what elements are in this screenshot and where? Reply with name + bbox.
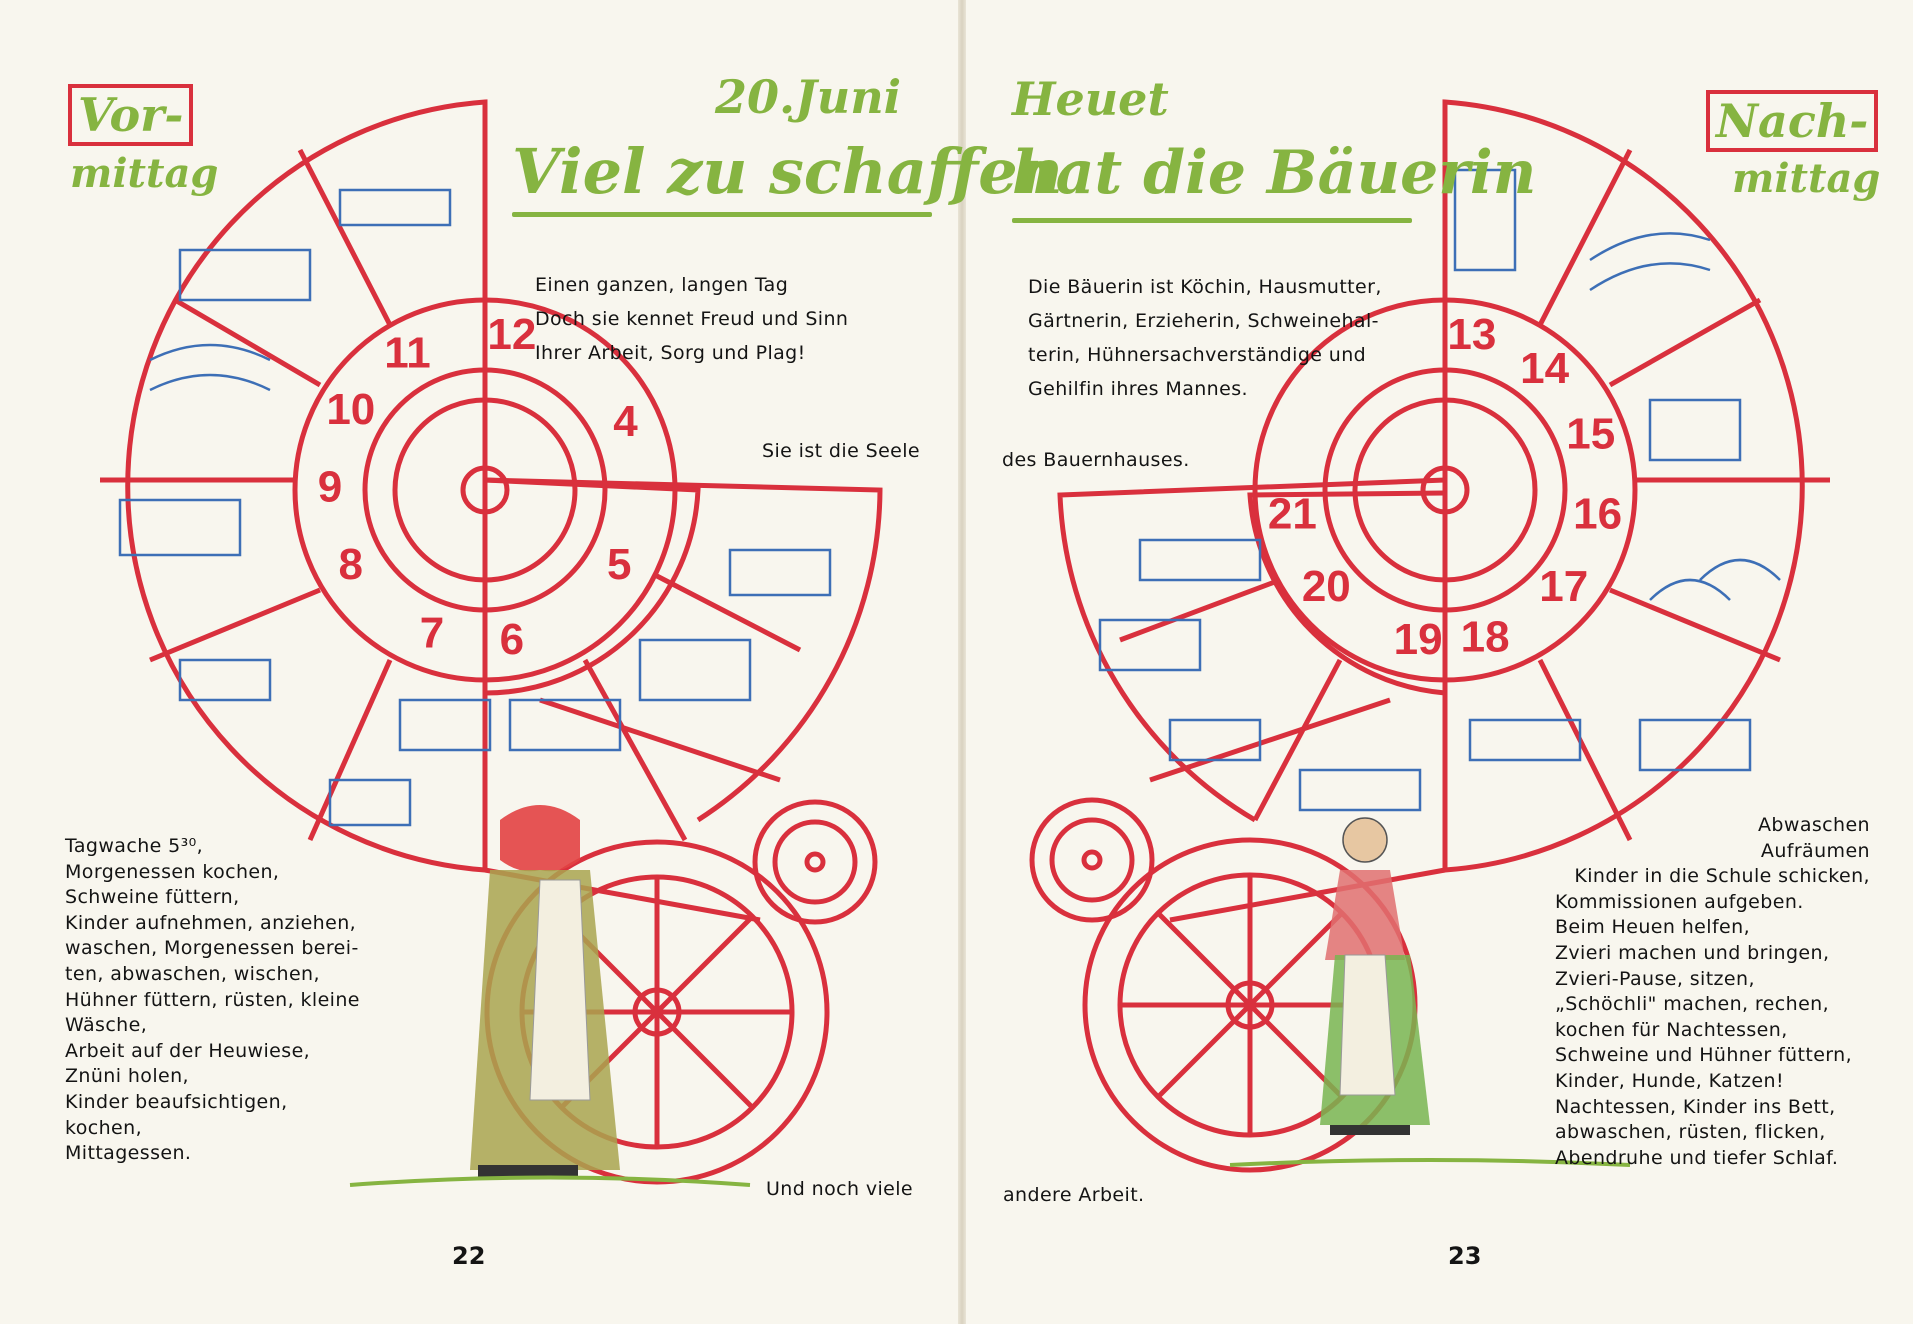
left-title: Viel zu schaffen <box>512 135 1063 208</box>
afternoon-hour-13: 13 <box>1447 310 1496 359</box>
morning-wheel-spokes <box>100 102 802 842</box>
page-number-right: 23 <box>1448 1242 1482 1270</box>
morning-hour-8: 8 <box>339 540 363 589</box>
morning-hour-6: 6 <box>500 615 524 664</box>
afternoon-hour-21: 21 <box>1268 490 1317 539</box>
book-gutter <box>958 0 966 1324</box>
date-title: 20.Juni <box>715 70 902 124</box>
schedule-line: Abendruhe und tiefer Schlaf. <box>1555 1146 1839 1169</box>
morning-hour-12: 12 <box>487 310 536 359</box>
right-intro: Die Bäuerin ist Köchin, Hausmutter, Gärt… <box>1028 270 1382 406</box>
vor-label-text: Vor- <box>78 88 184 142</box>
afternoon-hour-14: 14 <box>1520 344 1569 393</box>
schedule-line: Beim Heuen helfen, <box>1555 916 1751 939</box>
afternoon-hour-16: 16 <box>1573 490 1622 539</box>
schedule-line: Zvieri-Pause, sitzen, <box>1555 967 1755 990</box>
morning-hour-4: 4 <box>613 397 638 446</box>
schedule-line: „Schöchli" machen, rechen, <box>1555 993 1830 1016</box>
afternoon-hour-19: 19 <box>1394 615 1443 664</box>
schedule-line: Znüni holen, <box>65 1065 189 1088</box>
schedule-line: Kinder in die Schule schicken, <box>1574 865 1870 888</box>
schedule-line: Hühner füttern, rüsten, kleine <box>65 988 360 1011</box>
schedule-line: kochen für Nachtessen, <box>1555 1018 1788 1041</box>
woman-at-spinning-wheel-afternoon <box>1320 817 1430 1135</box>
morning-hour-9: 9 <box>318 463 342 512</box>
afternoon-hour-15: 15 <box>1566 410 1615 459</box>
vor-label: Vor- <box>68 84 194 146</box>
schedule-line: Abwaschen <box>1758 814 1870 836</box>
afternoon-hour-17: 17 <box>1539 562 1588 611</box>
schedule-line: abwaschen, rüsten, flicken, <box>1555 1121 1826 1144</box>
schedule-line: Nachtessen, Kinder ins Bett, <box>1555 1095 1836 1118</box>
morning-hour-7: 7 <box>420 608 444 657</box>
schedule-line: ten, abwaschen, wischen, <box>65 962 320 985</box>
morning-hour-11: 11 <box>384 328 431 377</box>
intro-line: Die Bäuerin ist Köchin, Hausmutter, <box>1028 276 1382 298</box>
nach-label-text: Nach- <box>1716 94 1869 148</box>
intro-line: Gärtnerin, Erzieherin, Schweinehal- <box>1028 310 1379 332</box>
intro-line: terin, Hühnersachverständige und <box>1028 344 1367 366</box>
afternoon-schedule: Abwaschen Aufräumen Kinder in die Schule… <box>1520 813 1870 1171</box>
schedule-line: kochen, <box>65 1116 143 1139</box>
afternoon-wheel-spokes <box>1119 102 1830 870</box>
schedule-line: waschen, Morgenessen berei- <box>65 937 359 960</box>
right-title: hat die Bäuerin <box>1012 138 1537 208</box>
left-title-underline <box>512 212 932 217</box>
afternoon-wheel-diagram: 13 14 15 16 17 18 19 20 21 <box>1029 99 1830 1173</box>
poem-line-2: Doch sie kennet Freud und Sinn <box>535 308 849 330</box>
poem-line-3: Ihrer Arbeit, Sorg und Plag! <box>535 342 806 364</box>
seele-text: Sie ist die Seele <box>762 440 921 462</box>
morning-mittag-label: mittag <box>70 150 219 197</box>
andere-text: andere Arbeit. <box>1003 1184 1145 1206</box>
schedule-line: Kinder, Hunde, Katzen! <box>1555 1069 1784 1092</box>
afternoon-spinning-wheel-spokes <box>1120 875 1380 1135</box>
schedule-line: Kinder aufnehmen, anziehen, <box>65 911 357 934</box>
afternoon-mittag-label: mittag <box>1732 155 1881 202</box>
nach-label: Nach- <box>1706 90 1879 152</box>
heuet-title: Heuet <box>1012 72 1169 126</box>
noch-text: Und noch viele <box>766 1178 914 1200</box>
afternoon-hour-18: 18 <box>1461 612 1510 661</box>
right-title-underline <box>1012 218 1412 223</box>
schedule-line: Arbeit auf der Heuwiese, <box>65 1039 311 1062</box>
poem-line-1: Einen ganzen, langen Tag <box>535 274 789 296</box>
schedule-line: Morgenessen kochen, <box>65 860 280 883</box>
morning-hour-10: 10 <box>326 385 375 434</box>
schedule-line: Kommissionen aufgeben. <box>1555 890 1804 913</box>
intro-line: Gehilfin ihres Mannes. <box>1028 378 1248 400</box>
morning-schedule: Tagwache 5³⁰, Morgenessen kochen, Schwei… <box>65 834 360 1167</box>
schedule-line: Wäsche, <box>65 1014 148 1037</box>
schedule-line: Tagwache 5³⁰, <box>65 835 204 857</box>
afternoon-chore-vignettes <box>1098 168 1781 812</box>
left-poem: Einen ganzen, langen Tag Doch sie kennet… <box>535 268 848 370</box>
page-number-left: 22 <box>452 1242 486 1270</box>
bauernhaus-text: des Bauernhauses. <box>1002 449 1190 471</box>
schedule-line: Schweine füttern, <box>65 886 240 909</box>
schedule-line: Kinder beaufsichtigen, <box>65 1090 288 1113</box>
woman-at-spinning-wheel-morning <box>470 805 620 1177</box>
morning-hour-5: 5 <box>607 540 631 589</box>
schedule-line: Aufräumen <box>1760 839 1870 862</box>
morning-chore-vignettes <box>118 188 832 827</box>
schedule-line: Schweine und Hühner füttern, <box>1555 1044 1853 1067</box>
afternoon-hour-ring: 13 14 15 16 17 18 19 20 21 <box>1268 310 1622 664</box>
afternoon-hour-20: 20 <box>1302 562 1351 611</box>
schedule-line: Zvieri machen und bringen, <box>1555 941 1830 964</box>
schedule-line: Mittagessen. <box>65 1142 192 1165</box>
